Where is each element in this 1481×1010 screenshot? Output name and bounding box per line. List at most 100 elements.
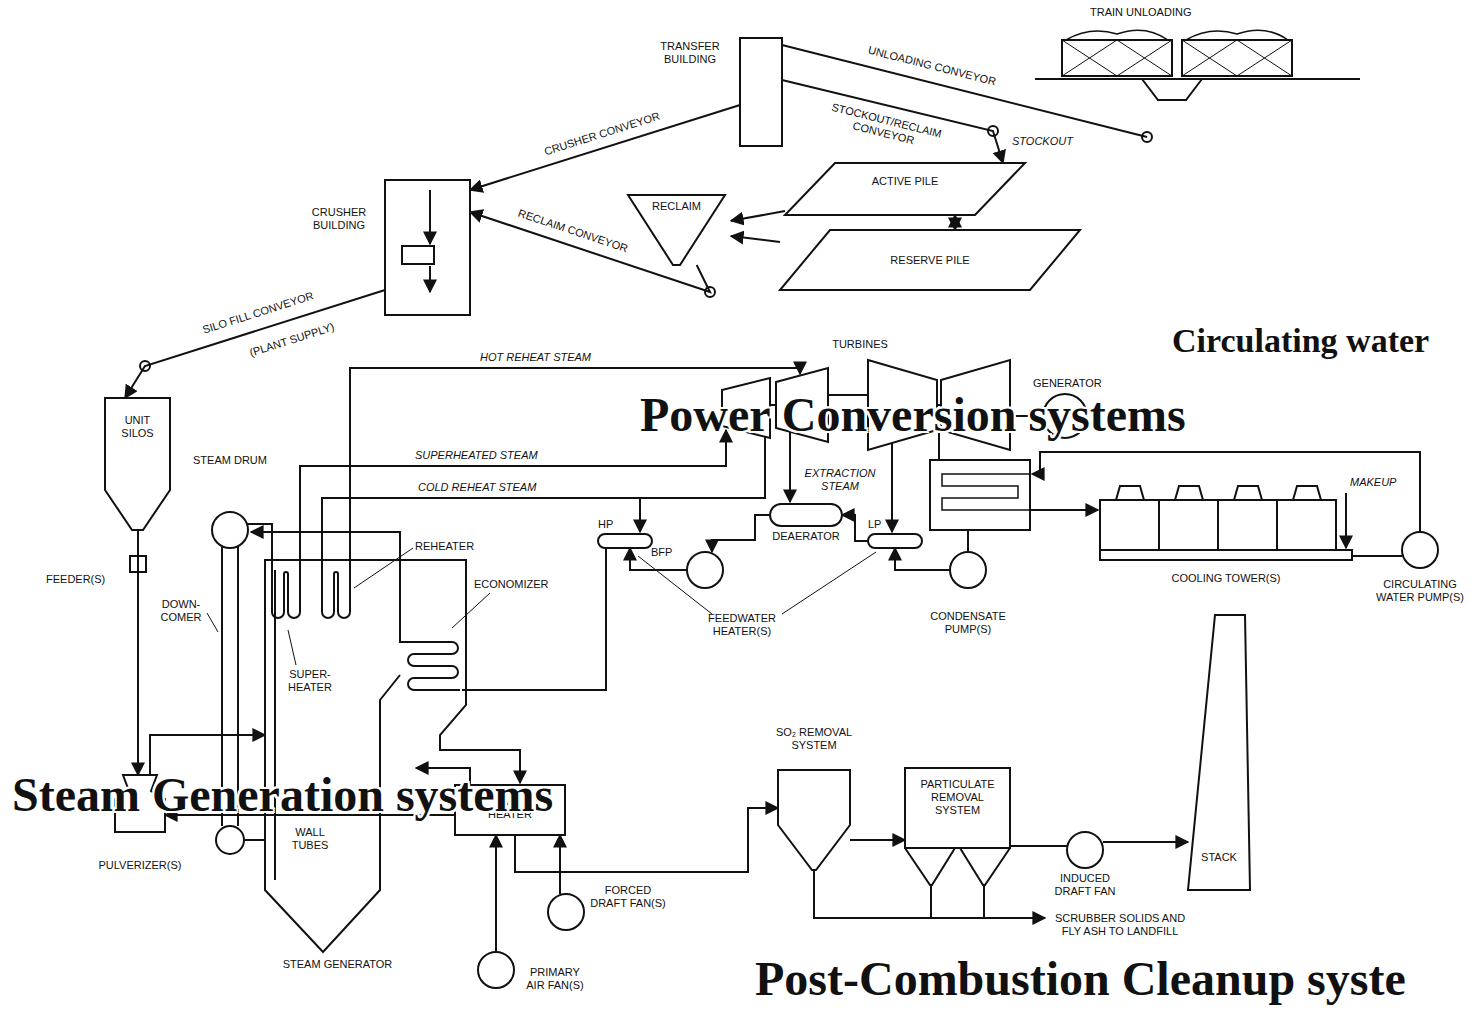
- callout-label: COLD REHEAT STEAM: [418, 481, 536, 494]
- section-title: Power Conversion systems: [640, 388, 1186, 442]
- deaerator-tank: DEAERATOR: [770, 504, 842, 526]
- drawing-part: [1345, 493, 1347, 548]
- drawing-part: [322, 566, 350, 618]
- node-label: CIRCULATING WATER PUMP(S): [1372, 578, 1468, 604]
- steam-drum-outline: [212, 512, 248, 548]
- drawing-part: [429, 266, 431, 292]
- feedwater-heater: LP: [868, 534, 922, 548]
- node-label: CRUSHER BUILDING: [299, 206, 379, 232]
- drawing-part: [942, 474, 1030, 510]
- callout-label: HOT REHEAT STEAM: [480, 351, 591, 364]
- callout-label: ECONOMIZER: [474, 578, 549, 591]
- callout-label: SUPER- HEATER: [282, 668, 338, 694]
- flow-connector: [470, 105, 740, 190]
- drawing-part: [452, 593, 490, 628]
- steam-drum: STEAM DRUM: [212, 512, 248, 548]
- drawing-part: [322, 437, 765, 566]
- flow-connector: [137, 530, 139, 775]
- fan-circle-path: [548, 894, 584, 930]
- flow-connector: [842, 515, 868, 541]
- drawing-part: [1142, 79, 1202, 100]
- node-label: PARTICULATE REMOVAL SYSTEM: [912, 778, 1003, 817]
- drawing-part: [891, 443, 893, 532]
- pump-circle-path: [1402, 532, 1438, 568]
- drawing-part: [429, 190, 431, 244]
- pump-circle: BFP: [687, 552, 723, 588]
- drawing-part: [216, 826, 244, 854]
- coal-pile-path: [785, 163, 1025, 215]
- drawing-part: [207, 613, 218, 632]
- steam-drum-path: [212, 512, 248, 548]
- feedwater-heater-outline: [598, 534, 652, 548]
- node-label: HP: [598, 518, 613, 531]
- building-box-path: [385, 180, 470, 315]
- pump-circle: CIRCULATING WATER PUMP(S): [1402, 532, 1438, 568]
- feedwater-heater: HP: [598, 534, 652, 548]
- cooling-tower-path: [1100, 486, 1352, 560]
- node-label: TURBINES: [818, 338, 902, 351]
- flow-connector: [895, 548, 950, 570]
- deaerator-tank-path: [770, 504, 842, 526]
- flow-connector: [712, 515, 770, 552]
- building-box-outline: [385, 180, 470, 315]
- callout-label: FEEDWATER HEATER(S): [700, 612, 784, 638]
- drawing-part: [251, 532, 460, 690]
- drawing-part: [931, 885, 984, 918]
- drawing-part: [244, 839, 265, 841]
- drawing-part: [1066, 30, 1288, 40]
- stack-outline: [1188, 615, 1250, 890]
- drawing-part: [1062, 40, 1292, 76]
- pump-circle-path: [687, 552, 723, 588]
- callout-label: TRAIN UNLOADING: [1090, 6, 1191, 19]
- building-box-path: [740, 38, 782, 146]
- coal-pile-outline: [785, 163, 1025, 215]
- drawing-part: [354, 548, 413, 588]
- flow-connector: [731, 236, 780, 242]
- drawing-part: [639, 498, 641, 532]
- node-label: SO₂ REMOVAL SYSTEM: [764, 726, 864, 752]
- scrubber-vessel: SO₂ REMOVAL SYSTEM: [778, 770, 850, 870]
- drawing-part: [272, 566, 300, 618]
- node-label: CONDENSATE PUMP(S): [926, 610, 1010, 636]
- coal-pile-path: [780, 230, 1080, 290]
- feedwater-heater-outline: [868, 534, 922, 548]
- drawing-part: [402, 246, 434, 264]
- fan-circle: INDUCED DRAFT FAN: [1067, 832, 1103, 868]
- node-label: LP: [868, 518, 881, 531]
- flow-connector: [850, 839, 905, 841]
- section-title: Steam Generation systems: [12, 768, 553, 822]
- node-label: UNIT SILOS: [113, 414, 162, 440]
- fan-circle: FORCED DRAFT FAN(S): [548, 894, 584, 930]
- drawing-part: [967, 530, 969, 552]
- section-title: Post-Combustion Cleanup syste: [755, 952, 1406, 1006]
- cooling-tower: COOLING TOWER(S): [1100, 484, 1352, 562]
- callout-label: MAKEUP: [1350, 476, 1396, 489]
- building-box: CRUSHER BUILDING: [385, 180, 470, 315]
- callout-label: CRUSHER CONVEYOR: [543, 110, 662, 159]
- callout-label: FEEDER(S): [46, 573, 105, 586]
- callout-label: DOWN- COMER: [155, 598, 207, 624]
- flow-connector: [125, 290, 385, 398]
- flow-connector: [782, 80, 1003, 163]
- silo-path: [105, 398, 170, 530]
- fan-circle-path: [1067, 832, 1103, 868]
- callout-label: WALL TUBES: [284, 826, 336, 852]
- node-label: BFP: [651, 546, 672, 559]
- drawing-part: [782, 552, 876, 614]
- drawing-part: [400, 560, 520, 783]
- particulate-box: PARTICULATE REMOVAL SYSTEM: [905, 768, 1010, 885]
- section-title: Circulating water: [1172, 322, 1429, 360]
- flow-connector: [495, 835, 497, 952]
- deaerator-tank-outline: [770, 504, 842, 526]
- node-label: TRANSFER BUILDING: [646, 40, 734, 66]
- flow-connector: [1010, 845, 1067, 847]
- node-label: COOLING TOWER(S): [1100, 572, 1352, 585]
- callout-label: STOCKOUT/RECLAIM CONVEYOR: [821, 99, 949, 154]
- node-label: STACK: [1188, 851, 1250, 864]
- stack: STACK: [1188, 615, 1256, 890]
- callout-label: SUPERHEATED STEAM: [415, 449, 538, 462]
- node-label: RECLAIM: [628, 200, 725, 213]
- callout-label: REHEATER: [415, 540, 474, 553]
- pump-circle-path: [950, 552, 986, 588]
- pump-circle-outline: [687, 552, 723, 588]
